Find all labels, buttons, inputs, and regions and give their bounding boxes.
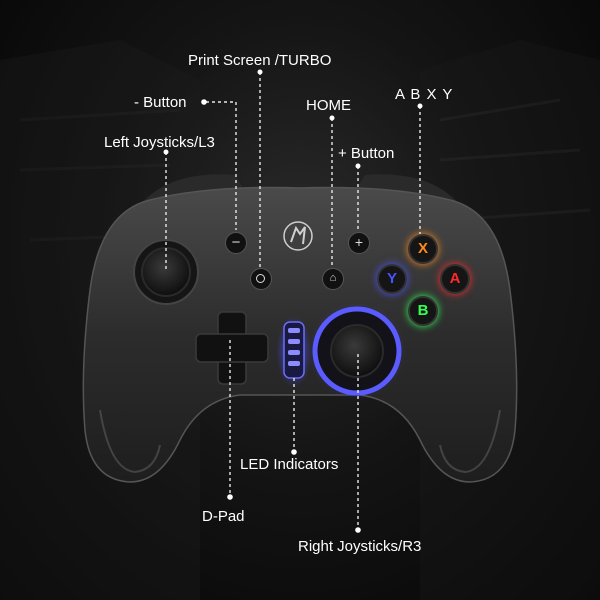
home-button[interactable]: ⌂ <box>322 268 344 290</box>
button-y[interactable]: Y <box>377 264 407 294</box>
label-print-screen: Print Screen /TURBO <box>188 52 332 69</box>
home-icon: ⌂ <box>329 272 337 284</box>
led-strip <box>283 321 305 379</box>
plus-button-label: + <box>354 234 364 250</box>
label-minus-button: - Button <box>134 94 187 111</box>
label-led-indicators: LED Indicators <box>240 456 339 473</box>
minus-button[interactable]: − <box>225 232 247 254</box>
minus-button-label: − <box>231 234 241 251</box>
label-right-joystick: Right Joysticks/R3 <box>298 538 422 555</box>
label-abxy: A B X Y <box>395 86 454 103</box>
label-dpad: D-Pad <box>202 508 245 525</box>
dpad-shape <box>195 311 269 385</box>
button-b-label: B <box>417 302 429 319</box>
left-joystick-cap <box>141 247 191 297</box>
label-left-joystick: Left Joysticks/L3 <box>104 134 215 151</box>
button-y-label: Y <box>386 270 397 287</box>
label-home: HOME <box>306 97 351 114</box>
brand-logo <box>283 221 313 251</box>
button-x[interactable]: X <box>408 234 438 264</box>
plus-button[interactable]: + <box>348 232 370 254</box>
print-screen-button[interactable] <box>250 268 272 290</box>
button-b[interactable]: B <box>408 296 438 326</box>
button-x-label: X <box>417 240 428 257</box>
button-a[interactable]: A <box>440 264 470 294</box>
right-joystick-cap <box>330 324 384 378</box>
circle-icon <box>256 274 265 283</box>
button-a-label: A <box>449 270 461 287</box>
label-plus-button: + Button <box>338 145 395 162</box>
